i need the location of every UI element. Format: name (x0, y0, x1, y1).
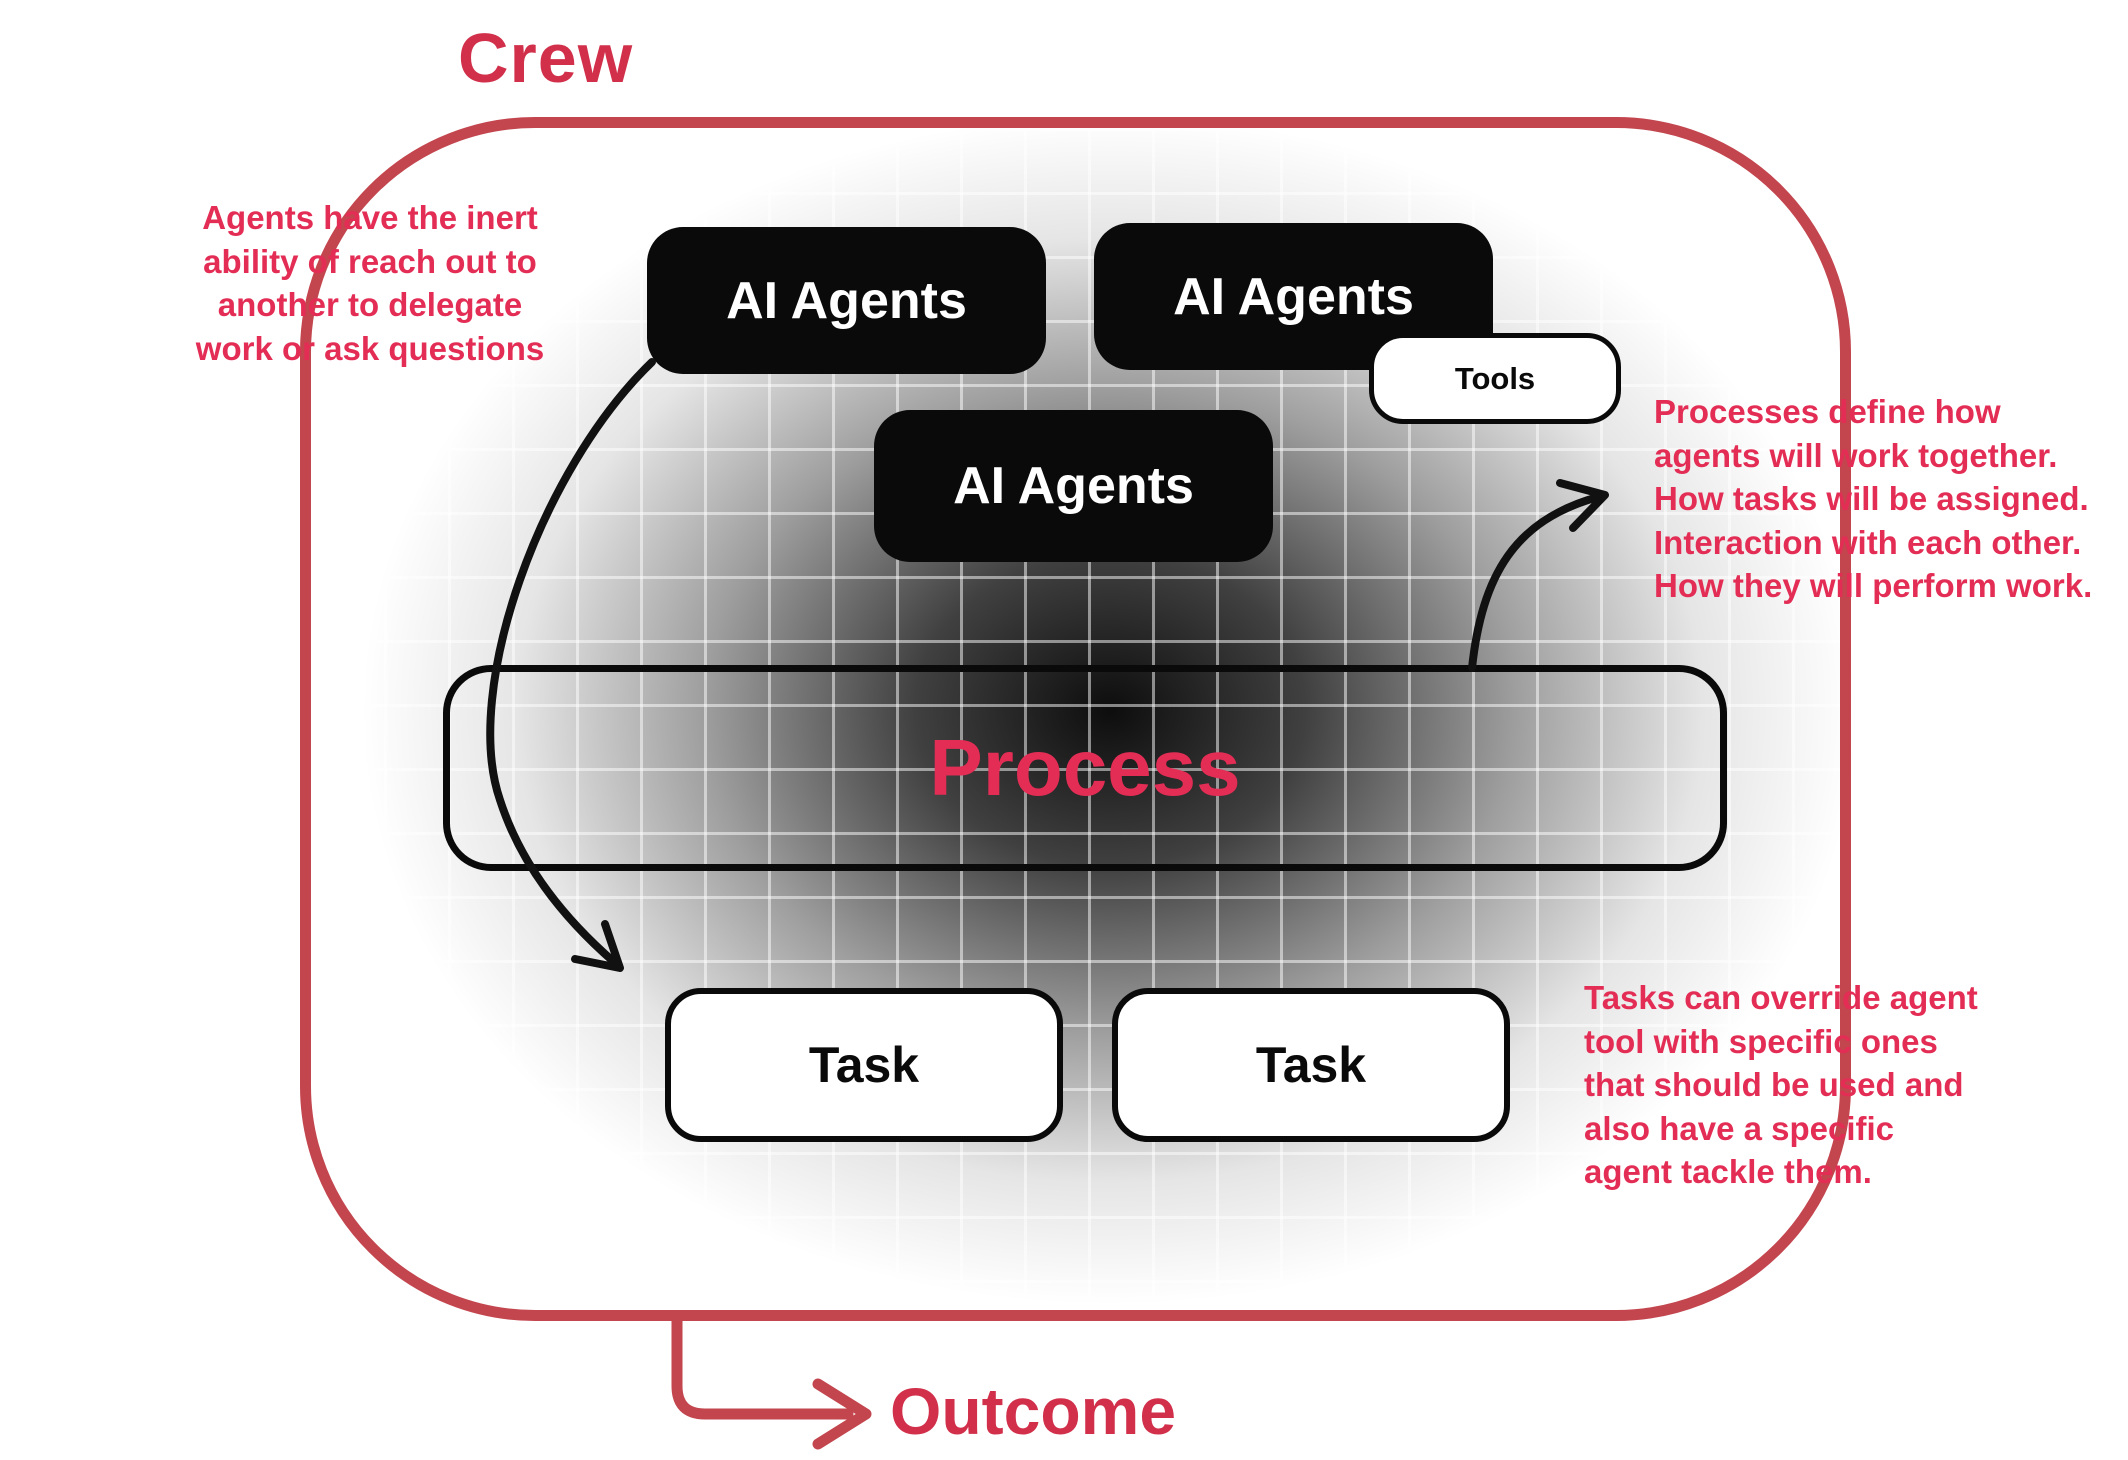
node-task-2: Task (1112, 988, 1510, 1142)
agents-delegation-note: Agents have the inert ability of reach o… (195, 199, 545, 367)
node-task-1: Task (665, 988, 1063, 1142)
node-ai-agents-1: AI Agents (647, 227, 1046, 374)
process-definition-note: Processes define how agents will work to… (1654, 393, 2093, 605)
crew-boundary (300, 117, 1851, 1321)
crew-title: Crew (458, 19, 634, 97)
node-process: Process (443, 665, 1727, 871)
node-ai-agents-3: AI Agents (874, 410, 1273, 562)
node-ai-agents-2: AI Agents (1094, 223, 1493, 370)
node-tools: Tools (1369, 333, 1621, 424)
outcome-label: Outcome (890, 1374, 1177, 1448)
tasks-override-note: Tasks can override agent tool with speci… (1584, 979, 1978, 1191)
